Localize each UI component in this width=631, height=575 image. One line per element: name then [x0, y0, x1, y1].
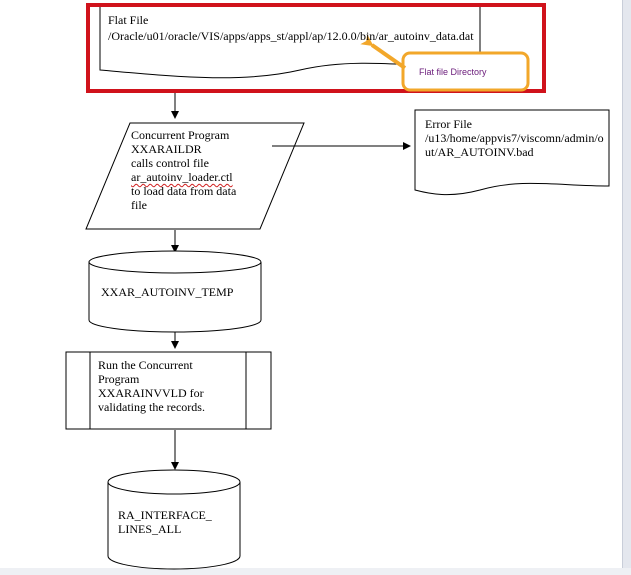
temp-table-name: XXAR_AUTOINV_TEMP [101, 285, 234, 299]
error-file-shape [414, 109, 610, 196]
error-file-title: Error File [425, 117, 472, 131]
validation-program-shape [65, 351, 272, 430]
concurrent-program-line: to load data from data [131, 184, 237, 198]
interface-table-cylinder [107, 469, 241, 570]
concurrent-program-text: Concurrent Program XXARAILDR calls contr… [131, 128, 236, 212]
validation-program-line: validating the records. [98, 400, 205, 414]
page-margin-bottom [0, 568, 631, 575]
concurrent-program-line: XXARAILDR [131, 142, 202, 156]
error-file-path: /u13/home/appvis7/viscomn/admin/out/AR_A… [425, 131, 604, 159]
highlight-box [86, 3, 546, 93]
callout-bubble [401, 51, 530, 92]
validation-program-line: Run the Concurrent [98, 358, 193, 372]
concurrent-program-line: calls control file [131, 156, 209, 170]
concurrent-program-shape [85, 122, 305, 230]
concurrent-program-line: Concurrent Program [131, 128, 230, 142]
concurrent-program-line: file [131, 198, 147, 212]
flat-file-title: Flat File [108, 13, 149, 27]
page-margin-right [622, 0, 631, 575]
interface-table-line: RA_INTERFACE_ [118, 508, 212, 522]
callout-label: Flat file Directory [419, 67, 487, 77]
callout-arrow [360, 34, 407, 70]
flat-file-path: /Oracle/u01/oracle/VIS/apps/apps_st/appl… [108, 29, 474, 43]
interface-table-name: RA_INTERFACE_ LINES_ALL [118, 508, 212, 536]
validation-program-line: Program [98, 372, 140, 386]
validation-program-text: Run the Concurrent Program XXARAINVVLD f… [98, 358, 205, 414]
interface-table-line: LINES_ALL [118, 522, 182, 536]
control-file-name: ar_autoinv_loader.ctl [131, 170, 233, 184]
validation-program-line: XXARAINVVLD for [98, 386, 204, 400]
temp-table-cylinder [88, 250, 262, 333]
